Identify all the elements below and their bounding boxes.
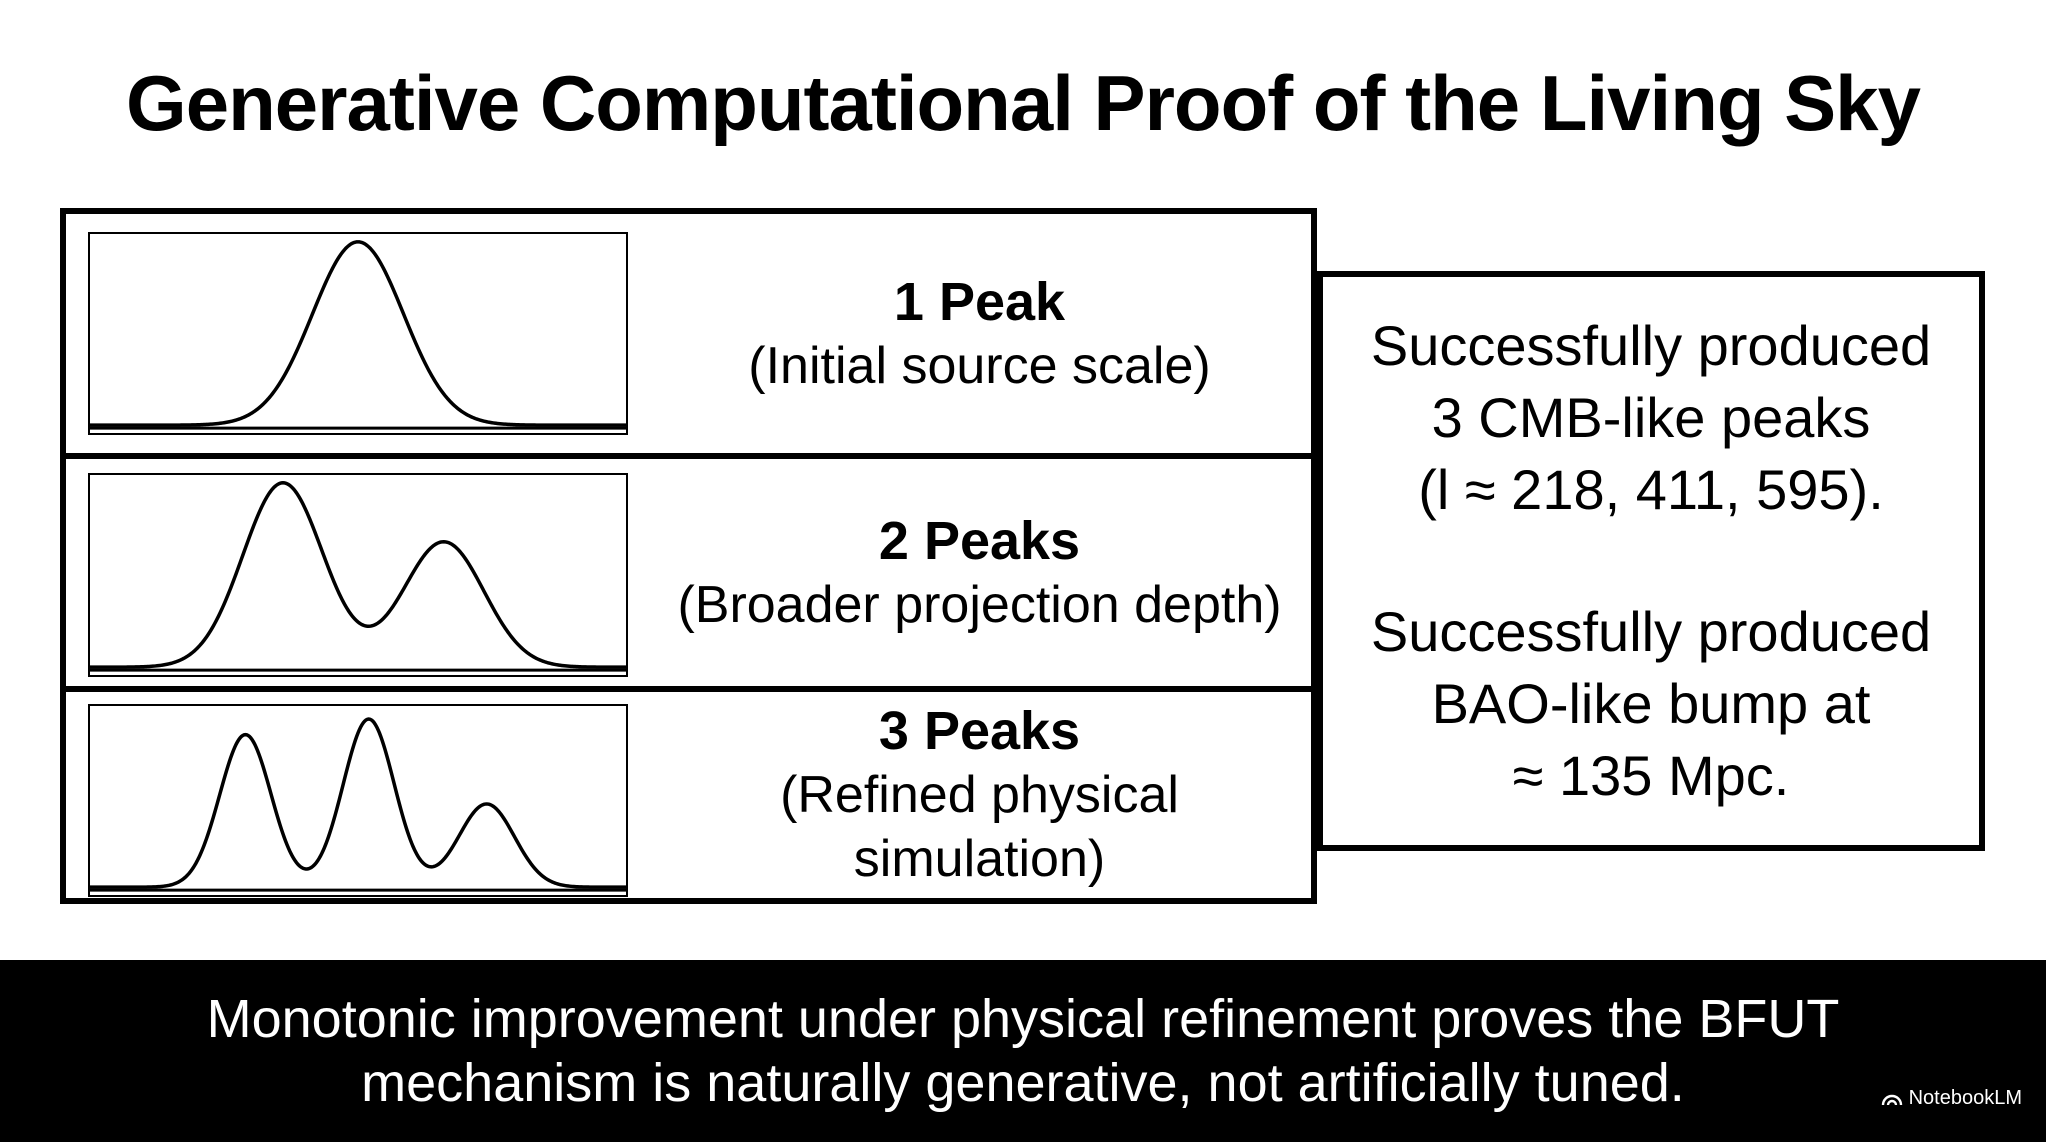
peak-curve-line [90,719,626,887]
peak-progression-panel: 1 Peak (Initial source scale) 2 Peaks (B… [60,208,1317,904]
two-peaks-curve [90,475,626,675]
curve-thumbnail-1 [88,232,628,435]
row-three-peaks: 3 Peaks (Refined physical simulation) [66,686,1311,898]
badge-label: NotebookLM [1908,1087,2022,1109]
row-title: 1 Peak [893,271,1066,332]
three-peaks-curve [90,706,626,895]
notebooklm-logo-icon [1881,1094,1902,1106]
row-subtitle: (Initial source scale) [748,336,1211,395]
conclusion-banner: Monotonic improvement under physical ref… [0,960,2046,1142]
row-one-peak: 1 Peak (Initial source scale) [66,214,1311,453]
results-panel: Successfully produced 3 CMB-like peaks (… [1317,271,1985,851]
row-subtitle: (Refined physical simulation) [780,766,1179,888]
page-title: Generative Computational Proof of the Li… [126,59,1921,147]
row-two-peaks: 2 Peaks (Broader projection depth) [66,453,1311,686]
curve-thumbnail-2 [88,473,628,677]
row-title: 3 Peaks [878,701,1081,761]
peak-curve-line [90,483,626,667]
cmb-result-text: Successfully produced 3 CMB-like peaks (… [1370,314,1932,521]
one-peak-curve [90,234,626,433]
conclusion-text: Monotonic improvement under physical ref… [206,989,1840,1113]
bao-result-text: Successfully produced BAO-like bump at ≈… [1370,600,1932,807]
curve-thumbnail-3 [88,704,628,897]
row-title: 2 Peaks [878,510,1081,571]
notebooklm-badge: NotebookLM [1881,1066,2022,1130]
row-subtitle: (Broader projection depth) [677,575,1282,634]
peak-curve-line [90,242,626,425]
